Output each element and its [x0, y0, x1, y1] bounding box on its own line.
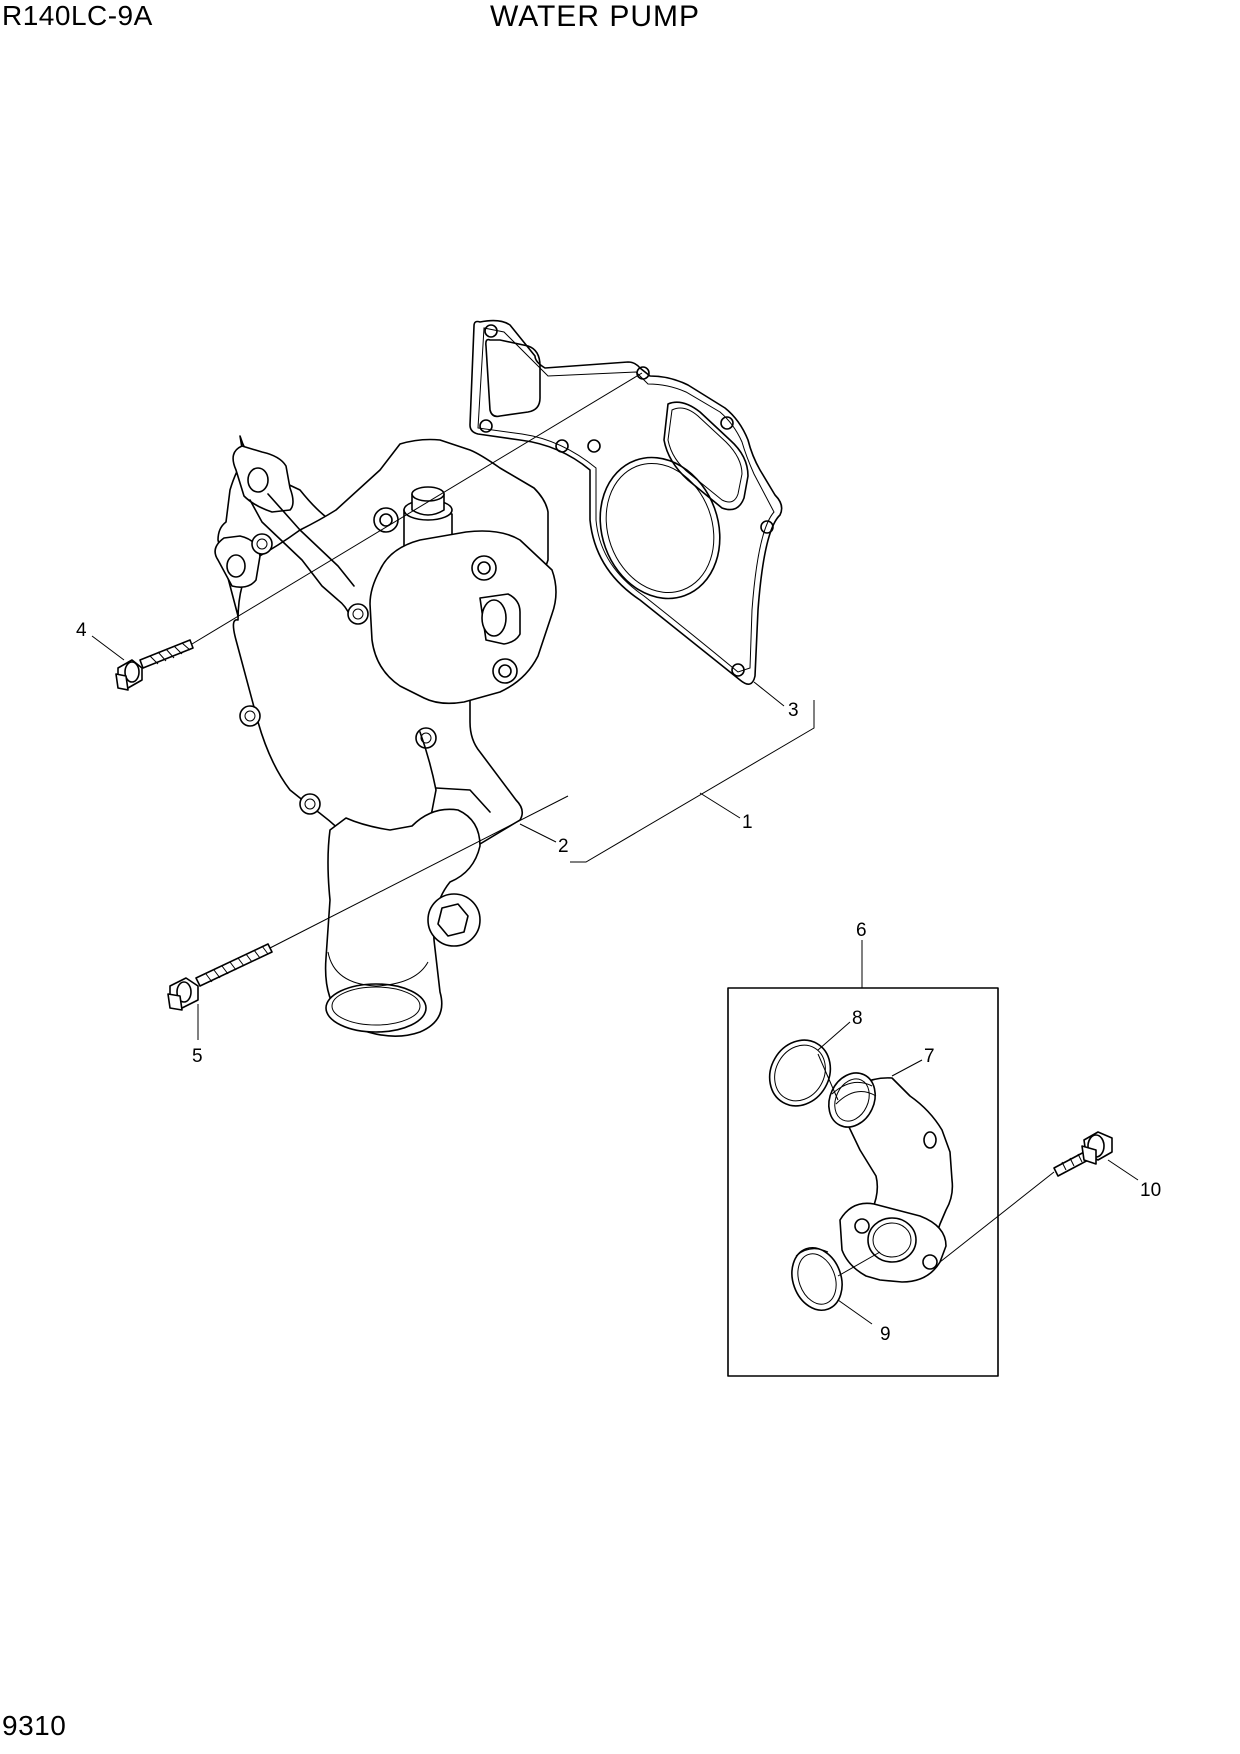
- bolt-part-10: [1053, 1131, 1113, 1177]
- model-code: R140LC-9A: [2, 0, 153, 31]
- pipe-part-7: [828, 1072, 954, 1283]
- body-bolt-heads: [239, 533, 437, 815]
- callout-8: 8: [852, 1008, 863, 1029]
- callout-9: 9: [880, 1324, 891, 1345]
- page-number: 9310: [2, 1710, 67, 1741]
- page-title: WATER PUMP: [490, 0, 700, 33]
- callout-3: 3: [788, 700, 799, 721]
- callout-1: 1: [742, 812, 753, 833]
- gasket-part-3: [469, 319, 783, 685]
- callout-2: 2: [558, 836, 569, 857]
- callout-10: 10: [1140, 1180, 1161, 1201]
- callout-7: 7: [924, 1046, 935, 1067]
- bolt-part-5: [167, 943, 273, 1011]
- o-ring-part-8: [768, 1039, 832, 1107]
- leader-lines: [91, 372, 1139, 1325]
- bolt-part-4: [115, 639, 194, 691]
- callout-4: 4: [76, 620, 87, 641]
- callout-5: 5: [192, 1046, 203, 1067]
- callout-6: 6: [856, 920, 867, 941]
- seal-ring-part-9: [791, 1247, 843, 1311]
- water-pump-part-2: [214, 435, 557, 1037]
- kit-6-frame: [727, 987, 999, 1377]
- callout-numbers: 1 2 3 4 5 6 7 8 9 10: [76, 620, 1161, 1345]
